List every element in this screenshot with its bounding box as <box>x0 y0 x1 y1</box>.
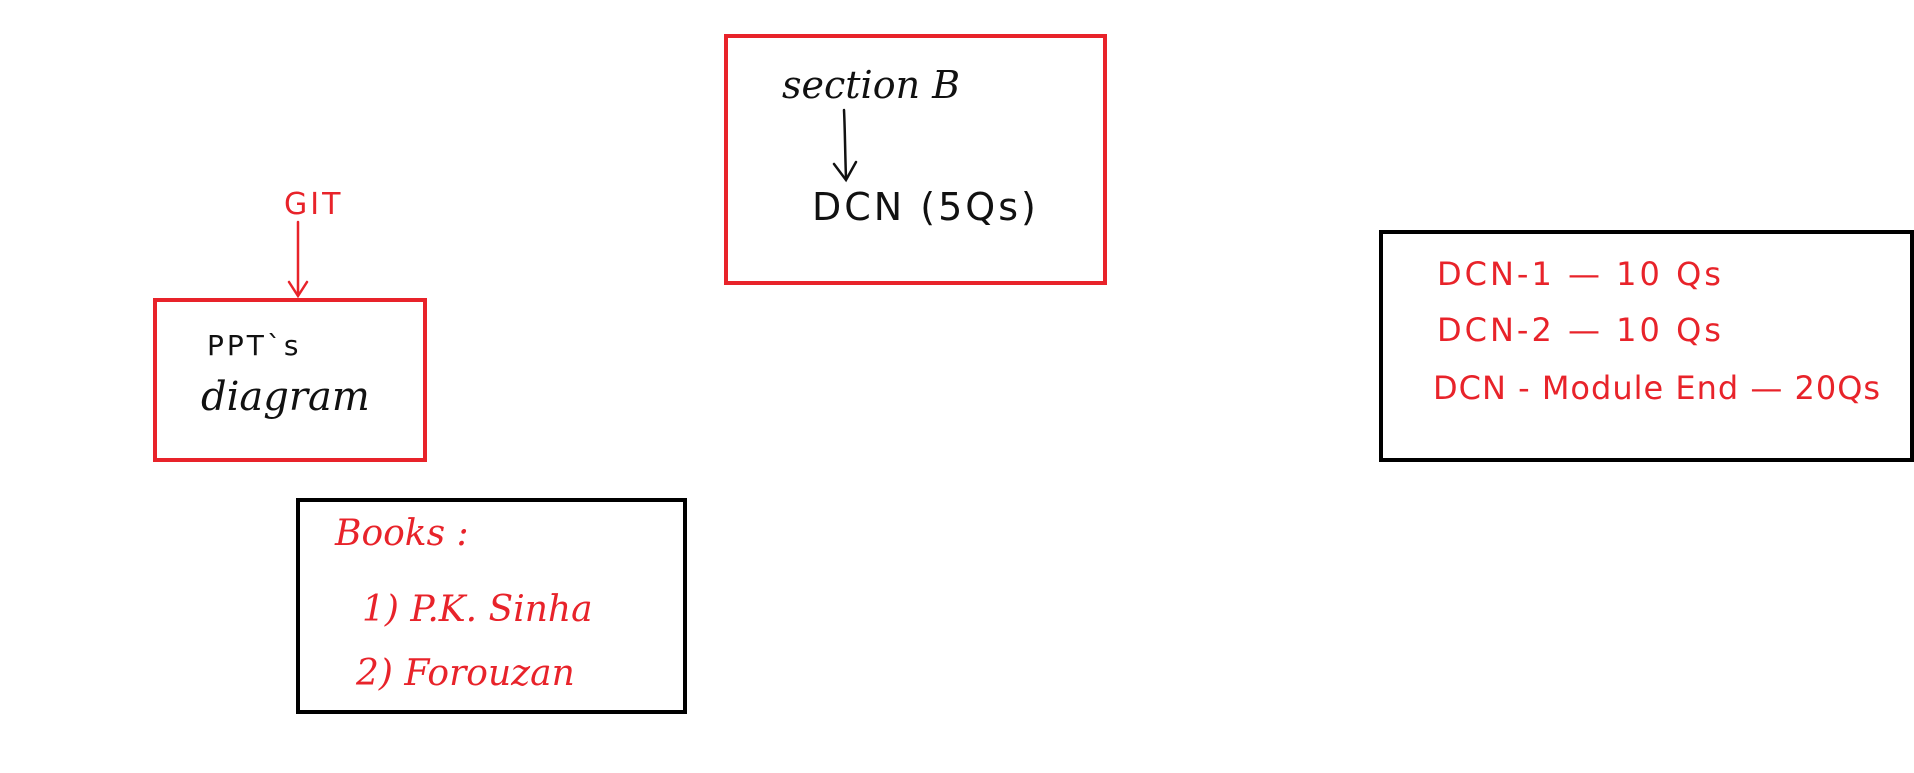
dcn-line: DCN - Module End — 20Qs <box>1433 369 1882 407</box>
git-box <box>153 298 427 462</box>
books-box <box>296 498 687 714</box>
section-heading: section B <box>782 63 961 107</box>
dcn-line: DCN-1 — 10 Qs <box>1437 255 1724 293</box>
dcn-box <box>1379 230 1914 462</box>
git-label: GIT <box>284 187 344 222</box>
ppt-label: PPT`s <box>207 329 302 362</box>
diagram-label: diagram <box>201 374 370 420</box>
book-item: 1) P.K. Sinha <box>362 589 593 630</box>
book-item: 2) Forouzan <box>356 653 575 694</box>
section-topic: DCN (5Qs) <box>812 185 1039 229</box>
section-arrow <box>832 108 858 183</box>
dcn-line: DCN-2 — 10 Qs <box>1437 311 1724 349</box>
books-heading: Books : <box>335 513 469 554</box>
section-b-box <box>724 34 1107 285</box>
git-arrow <box>287 220 309 299</box>
